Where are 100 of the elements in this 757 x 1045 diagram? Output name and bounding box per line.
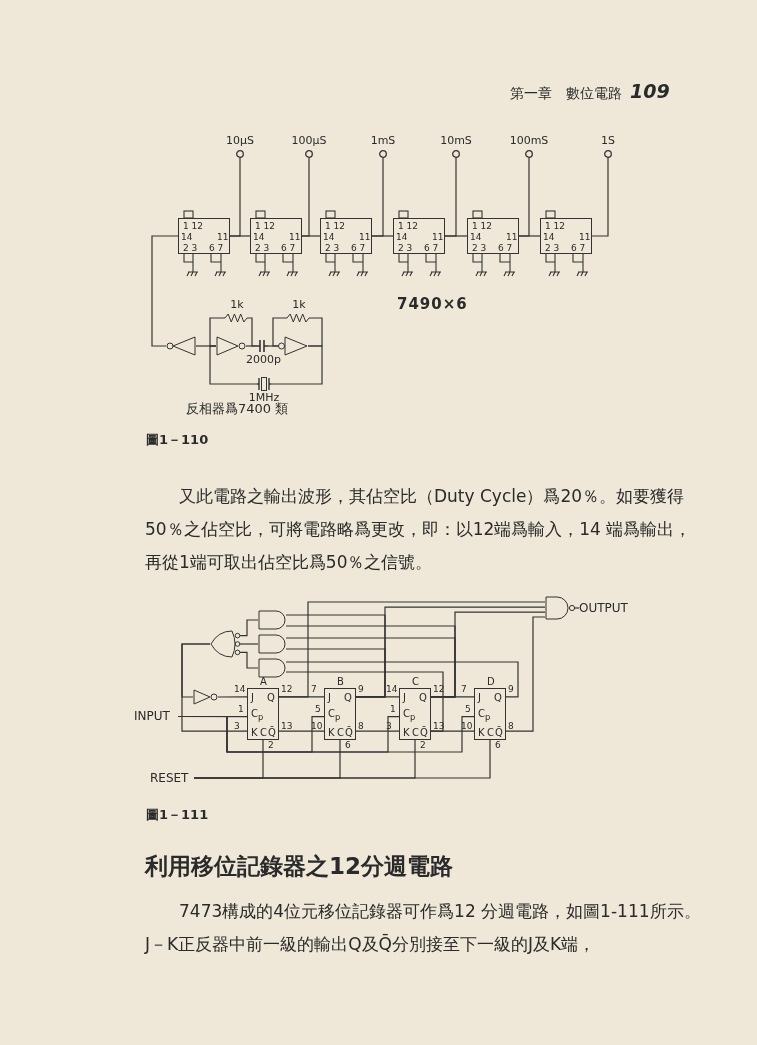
counter-chip [540,218,592,254]
stage-letter: D [487,677,495,687]
pin-number: 12 [281,685,293,694]
counter-chip [393,218,445,254]
component-value: 1MHz [247,392,280,403]
pin-label: Q [267,693,275,703]
pin-number: 9 [508,685,514,694]
counter-chip [467,218,519,254]
terminal-symbol [236,150,244,158]
pin-number: 1 [390,705,396,714]
body-paragraph: 7473構成的4位元移位記錄器可作爲12 分週電路，如圖1-111所示。J－K正反器中前一級的輸出Q及Q̄分別接至下一級的J及K端， [145,900,702,956]
pin-number: 6 7 [424,244,439,253]
wire [239,651,259,669]
pin-label: Q [344,693,352,703]
wire [239,619,259,637]
wire [209,345,258,385]
pin-label: K [328,728,335,738]
wire [574,607,580,609]
pin-number: 2 [420,741,426,750]
signal-label: RESET [150,771,194,785]
wire [193,739,491,779]
component-value: 1k [291,299,307,310]
pin-number: 1 12 [183,222,204,231]
wire [229,157,241,237]
pin-label: Q̄ [420,728,428,738]
pin-number: 6 7 [209,244,224,253]
resistor-symbol [287,313,309,323]
pin-number: 14 [396,233,408,242]
pin-number: 14 [386,685,398,694]
pin-number: 11 [506,233,518,242]
and-gate-symbol [258,658,286,678]
pin-number: 6 7 [351,244,366,253]
pin-number: 6 7 [281,244,296,253]
pin-label: J [251,693,254,703]
wire [444,157,457,237]
wire [151,235,179,347]
wire [272,317,288,347]
wire [245,345,257,347]
page-header: 第一章 數位電路 [510,86,622,100]
pin-number: 9 [358,685,364,694]
pin-label: K [403,728,410,738]
pin-number: 14 [543,233,555,242]
pin-number: 1 12 [255,222,276,231]
stage-letter: C [412,677,419,687]
terminal-symbol [525,150,533,158]
counter-chip [320,218,372,254]
pin-number: 11 [359,233,371,242]
pin-number: 14 [253,233,265,242]
pin-label: C$_{p}$ [478,709,491,722]
terminal-symbol [604,150,612,158]
wire [301,157,310,237]
page-number: 109 [630,82,670,101]
pin-number: 2 3 [183,244,198,253]
part-note: 反相器爲7400 類 [186,402,289,415]
pin-number: 6 7 [571,244,586,253]
wire [278,601,546,698]
pin-number: 1 [238,705,244,714]
pin-number: 2 3 [255,244,270,253]
terminal-symbol [305,150,313,158]
figure-number: 圖1－111 [146,808,209,821]
pin-label: C [487,728,494,738]
pin-label: C [337,728,344,738]
time-label: 10mS [439,135,473,146]
pin-number: 1 12 [545,222,566,231]
pin-label: K [251,728,258,738]
wire [591,157,609,237]
pin-label: K [478,728,485,738]
pin-label: Q [419,693,427,703]
terminal-symbol [379,150,387,158]
wire [239,643,259,645]
time-label: 100μS [290,135,328,146]
pin-label: C [260,728,267,738]
wire [430,611,546,698]
figure-number: 圖1－110 [146,433,209,446]
wire [285,671,444,732]
wire [177,715,475,753]
pin-number: 11 [579,233,591,242]
pin-number: 8 [358,722,364,731]
pin-number: 6 7 [498,244,513,253]
pin-number: 3 [386,722,392,731]
wire [371,157,384,237]
wire [270,345,323,385]
pin-label: Q̄ [495,728,503,738]
capacitor-symbol [256,340,268,352]
pin-number: 1 12 [398,222,419,231]
part-note: 7490×6 [397,297,468,312]
time-label: 1S [600,135,616,146]
pin-label: J [328,693,331,703]
pin-number: 11 [289,233,301,242]
pin-label: Q̄ [268,728,276,738]
wire [209,317,226,347]
wire [355,730,400,732]
nand-gate-symbol [545,596,575,620]
pin-number: 2 3 [398,244,413,253]
pin-number: 2 3 [325,244,340,253]
pin-number: 7 [461,685,467,694]
pin-number: 14 [234,685,246,694]
wire [307,317,323,347]
time-label: 10μS [225,135,255,146]
pin-label: Q̄ [345,728,353,738]
